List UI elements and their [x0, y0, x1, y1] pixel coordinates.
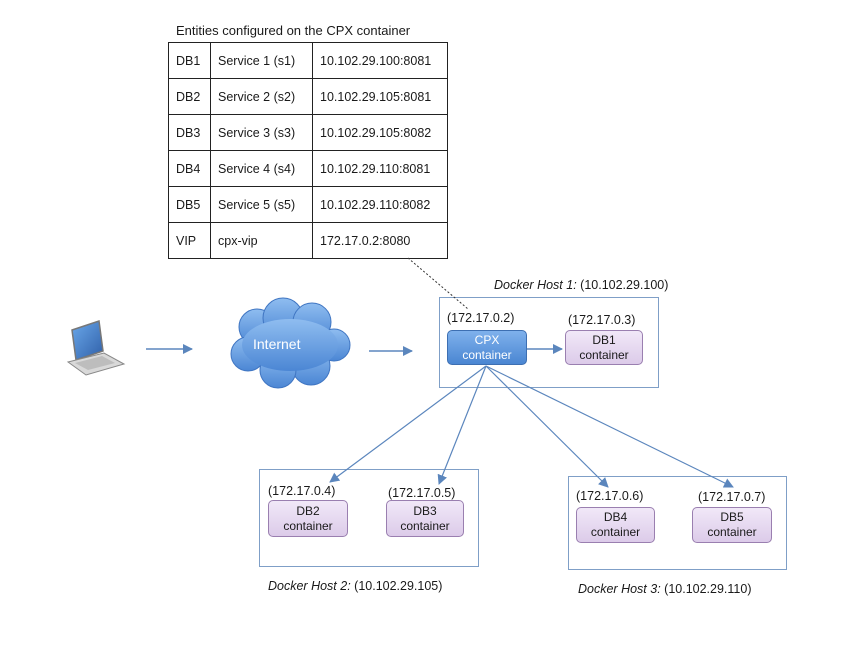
cpx-to-db4-arrow [485, 365, 609, 488]
laptop-icon [66, 320, 126, 376]
cpx-to-db3-arrow [437, 365, 487, 485]
db5-container: DB5 container [692, 507, 772, 543]
container-name: DB3 [413, 503, 437, 518]
container-type: container [462, 347, 512, 362]
cpx-to-db5-arrow [485, 365, 734, 488]
host-ip: (10.102.29.105) [354, 579, 443, 593]
container-name: DB2 [296, 503, 320, 518]
table-cell: Service 3 (s3) [210, 114, 313, 151]
table-row: DB4 Service 4 (s4) 10.102.29.110:8081 [168, 150, 448, 187]
table-callout-line [407, 257, 469, 310]
table-cell: 172.17.0.2:8080 [312, 222, 448, 259]
container-type: container [707, 525, 757, 539]
table-cell: 10.102.29.110:8082 [312, 186, 448, 223]
table-row: VIP cpx-vip 172.17.0.2:8080 [168, 222, 448, 259]
table-cell: Service 2 (s2) [210, 78, 313, 115]
container-name: DB5 [720, 510, 744, 524]
table-cell: Service 1 (s1) [210, 42, 313, 79]
table-cell: Service 5 (s5) [210, 186, 313, 223]
table-cell: 10.102.29.100:8081 [312, 42, 448, 79]
container-name: DB1 [592, 332, 616, 347]
db2-ip: (172.17.0.4) [268, 484, 336, 498]
host-ip: (10.102.29.110) [664, 582, 752, 596]
entities-table: DB1 Service 1 (s1) 10.102.29.100:8081 DB… [168, 42, 448, 259]
host-name: Docker Host 2: [268, 579, 351, 593]
table-cell: Service 4 (s4) [210, 150, 313, 187]
table-row: DB2 Service 2 (s2) 10.102.29.105:8081 [168, 78, 448, 115]
db4-container: DB4 container [576, 507, 655, 543]
cpx-to-db2-arrow [329, 365, 487, 483]
docker-host-2-label: Docker Host 2: (10.102.29.105) [268, 579, 442, 593]
table-row: DB1 Service 1 (s1) 10.102.29.100:8081 [168, 42, 448, 79]
db2-container: DB2 container [268, 500, 348, 537]
host-ip: (10.102.29.100) [580, 278, 669, 292]
db1-ip: (172.17.0.3) [568, 313, 636, 327]
container-name: DB4 [603, 510, 628, 524]
cpx-ip: (172.17.0.2) [447, 311, 515, 325]
table-caption: Entities configured on the CPX container [176, 23, 411, 38]
db3-ip: (172.17.0.5) [388, 486, 456, 500]
container-name: CPX [474, 332, 500, 347]
table-cell: cpx-vip [210, 222, 313, 259]
container-type: container [400, 518, 450, 533]
container-type: container [579, 347, 629, 362]
host-name: Docker Host 3: [578, 582, 661, 596]
table-cell: DB2 [168, 78, 211, 115]
table-cell: VIP [168, 222, 211, 259]
db1-container: DB1 container [565, 330, 643, 365]
table-cell: 10.102.29.110:8081 [312, 150, 448, 187]
docker-host-1-label: Docker Host 1: (10.102.29.100) [494, 278, 668, 292]
db5-ip: (172.17.0.7) [698, 490, 766, 504]
db4-ip: (172.17.0.6) [576, 489, 644, 503]
table-cell: DB3 [168, 114, 211, 151]
db3-container: DB3 container [386, 500, 464, 537]
container-type: container [283, 518, 333, 533]
container-type: container [590, 525, 641, 539]
cloud-icon [230, 297, 351, 389]
docker-host-3-label: Docker Host 3: (10.102.29.110) [578, 582, 752, 596]
cpx-container: CPX container [447, 330, 527, 365]
internet-label: Internet [253, 336, 301, 352]
host-name: Docker Host 1: [494, 278, 577, 292]
